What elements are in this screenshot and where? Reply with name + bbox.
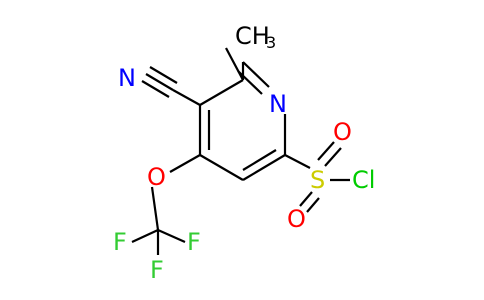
bond-c6-c5-double — [242, 149, 277, 171]
atom-sulfonyl-o-top: O — [333, 118, 352, 146]
atom-ring-n: N — [269, 90, 287, 118]
atom-fluorine-left: F — [113, 228, 127, 256]
bond-o-cf3 — [150, 186, 160, 231]
atom-nitrile-n: N — [118, 64, 136, 92]
bond-c4-o — [169, 154, 201, 173]
triple-bond-line-2 — [149, 66, 178, 84]
atom-methyl-group: CH 3 — [235, 22, 276, 52]
bond-c2-n1 — [242, 61, 270, 88]
atom-sulfur: S — [310, 166, 325, 194]
bond-c-f-left — [131, 229, 159, 243]
atom-methyl-sub: 3 — [266, 33, 276, 52]
bond-s-o-bottom-double — [306, 197, 320, 213]
bond-c6-c5 — [242, 154, 286, 181]
atom-ether-o: O — [147, 163, 166, 191]
bond-c2-n1-double — [237, 70, 263, 95]
triple-bond-line-1 — [145, 73, 174, 91]
atom-sulfonyl-o-bottom: O — [287, 205, 306, 233]
bond-c2-methyl — [225, 47, 244, 81]
bond-c5-c4 — [199, 154, 244, 181]
bond-s-o-top — [317, 141, 335, 161]
atom-fluorine-bottom: F — [150, 256, 164, 284]
triple-bond-line-3 — [141, 80, 170, 98]
bond-c3-nitrile-c — [172, 89, 201, 106]
atom-chlorine: Cl — [352, 166, 375, 194]
atom-fluorine-right: F — [187, 228, 201, 256]
bond-c3-c2 — [199, 79, 244, 106]
bond-s-o-top-double — [324, 147, 342, 167]
nitrile-triple-bond — [141, 66, 178, 98]
atom-methyl-c: CH — [235, 22, 270, 50]
pyridine-ring — [198, 61, 287, 181]
bond-s-o-bottom — [299, 191, 313, 207]
bond-c6-s — [284, 154, 311, 169]
bond-c-f-right — [157, 228, 186, 244]
